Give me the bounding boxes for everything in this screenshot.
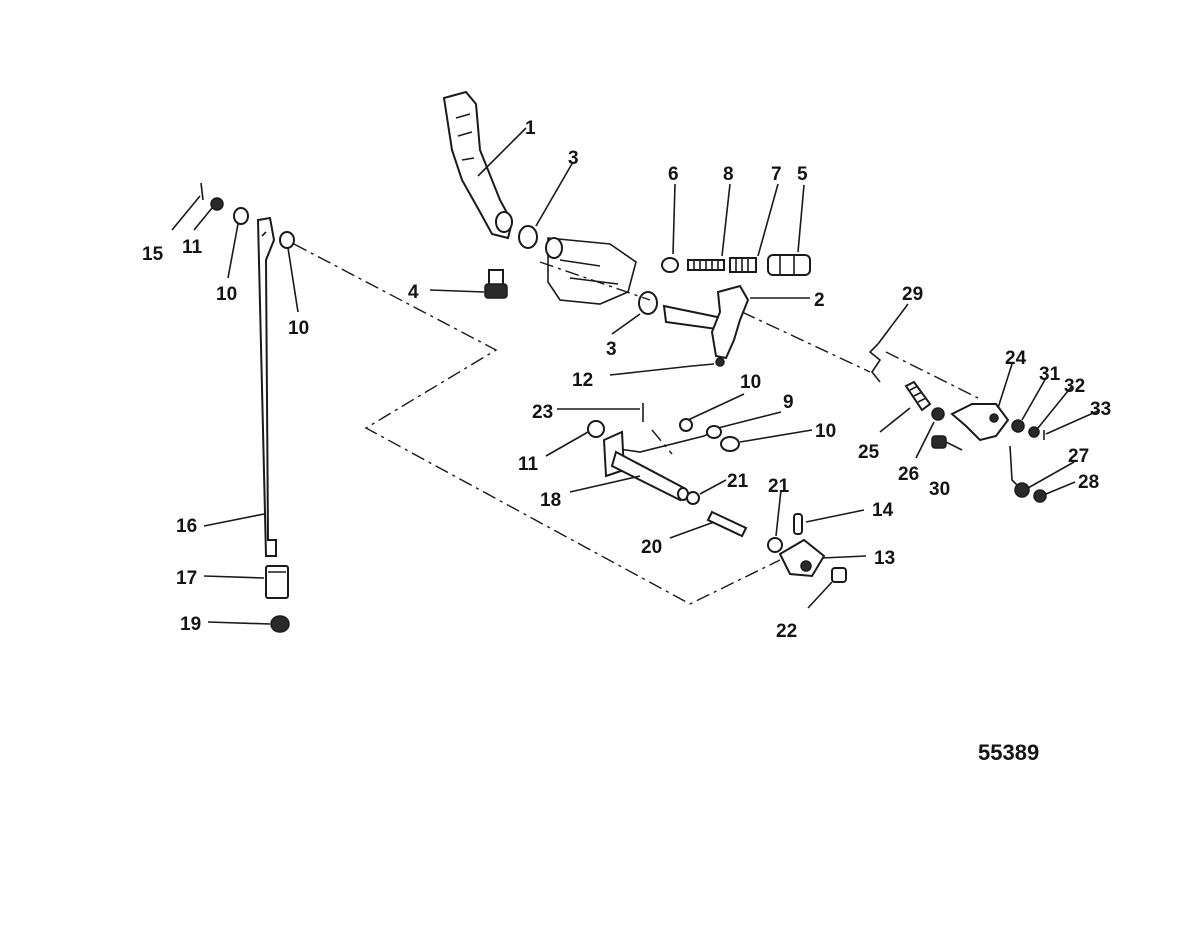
part-9-link-rod <box>611 425 722 453</box>
part-16-rod <box>256 216 277 557</box>
part-3-washer-upper <box>518 225 538 249</box>
callout-29: 29 <box>902 284 923 305</box>
callout-31: 31 <box>1039 364 1061 385</box>
callout-9: 9 <box>783 392 794 413</box>
callout-14: 14 <box>872 500 894 521</box>
callout-27: 27 <box>1068 446 1089 467</box>
leader-lines <box>171 127 1101 625</box>
centerline-right <box>885 351 979 399</box>
part-12-pin <box>691 363 715 367</box>
part-32-washer <box>1028 426 1040 438</box>
callout-10-left: 10 <box>216 284 237 305</box>
callout-1: 1 <box>525 118 536 139</box>
callout-24: 24 <box>1005 348 1027 369</box>
callout-6: 6 <box>668 164 679 185</box>
callout-26: 26 <box>898 464 919 485</box>
part-8-spring <box>687 259 725 271</box>
part-11-washer-mid <box>587 420 605 438</box>
callout-32: 32 <box>1064 376 1085 397</box>
part-21-washer-a <box>686 491 700 505</box>
part-25-spring <box>904 380 932 412</box>
part-27-nut <box>1014 482 1030 498</box>
part-10-washer-right <box>279 231 295 249</box>
part-4-bolt <box>484 269 508 299</box>
part-3-washer-lower <box>638 291 658 315</box>
part-28-nut <box>1033 489 1047 503</box>
part-26-nut <box>931 407 945 421</box>
callout-15: 15 <box>142 244 164 265</box>
part-13-lever <box>778 538 826 578</box>
figure-number: 55389 <box>978 740 1039 765</box>
callout-25: 25 <box>858 442 880 463</box>
callout-11-left: 11 <box>182 237 203 258</box>
part-7-spring <box>729 257 757 273</box>
callout-5: 5 <box>797 164 808 185</box>
centerline-cam-link <box>741 311 871 373</box>
callout-12: 12 <box>572 370 593 391</box>
part-2-cam <box>662 284 750 367</box>
callout-10-center-top: 10 <box>740 372 761 393</box>
callout-21-left: 21 <box>727 471 749 492</box>
callout-labels: 1 3 6 8 7 5 4 2 3 29 12 10 9 10 23 11 18… <box>142 118 1111 642</box>
part-22-screw <box>831 567 847 583</box>
centerline-lever <box>651 429 673 455</box>
callout-20: 20 <box>641 537 662 558</box>
pivot-housing <box>545 237 637 305</box>
callout-17: 17 <box>176 568 197 589</box>
callout-22: 22 <box>776 621 797 642</box>
callout-33: 33 <box>1090 399 1111 420</box>
callout-28: 28 <box>1078 472 1099 493</box>
centerline-housing <box>539 261 651 301</box>
callout-3-upper: 3 <box>568 148 579 169</box>
callout-3-lower: 3 <box>606 339 617 360</box>
part-10-washer-a <box>679 418 693 432</box>
part-21-washer-b <box>767 537 783 553</box>
centerline-left-loop <box>293 243 781 605</box>
part-24-bracket <box>950 403 1010 442</box>
part-1-bracket <box>442 90 514 240</box>
callout-10-center-right: 10 <box>815 421 836 442</box>
callout-10-left-lower: 10 <box>288 318 309 339</box>
callout-4: 4 <box>408 282 419 303</box>
callout-11-center: 11 <box>518 454 539 475</box>
part-20-pin <box>706 510 748 538</box>
callout-19: 19 <box>180 614 201 635</box>
part-30-screw <box>931 435 963 451</box>
part-27-link <box>1009 445 1019 487</box>
callout-8: 8 <box>723 164 734 185</box>
callout-7: 7 <box>771 164 782 185</box>
callout-30: 30 <box>929 479 950 500</box>
callout-23: 23 <box>532 402 553 423</box>
part-10-washer-left <box>233 207 249 225</box>
part-6-ball <box>661 257 679 273</box>
part-5-plug <box>767 254 811 276</box>
part-14-pin <box>793 513 803 535</box>
part-31-nut <box>1011 419 1025 433</box>
part-29-wire-link <box>868 343 882 383</box>
part-18-lever-shaft <box>602 430 689 502</box>
callout-18: 18 <box>540 490 561 511</box>
callout-2: 2 <box>814 290 825 311</box>
callout-13: 13 <box>874 548 895 569</box>
part-17-sleeve <box>265 565 289 599</box>
callout-16: 16 <box>176 516 197 537</box>
part-19-nut <box>270 615 290 633</box>
part-11-washer-left <box>210 197 224 211</box>
part-15-pin <box>200 182 204 201</box>
callout-21-right: 21 <box>768 476 790 497</box>
part-10-washer-b <box>720 436 740 452</box>
